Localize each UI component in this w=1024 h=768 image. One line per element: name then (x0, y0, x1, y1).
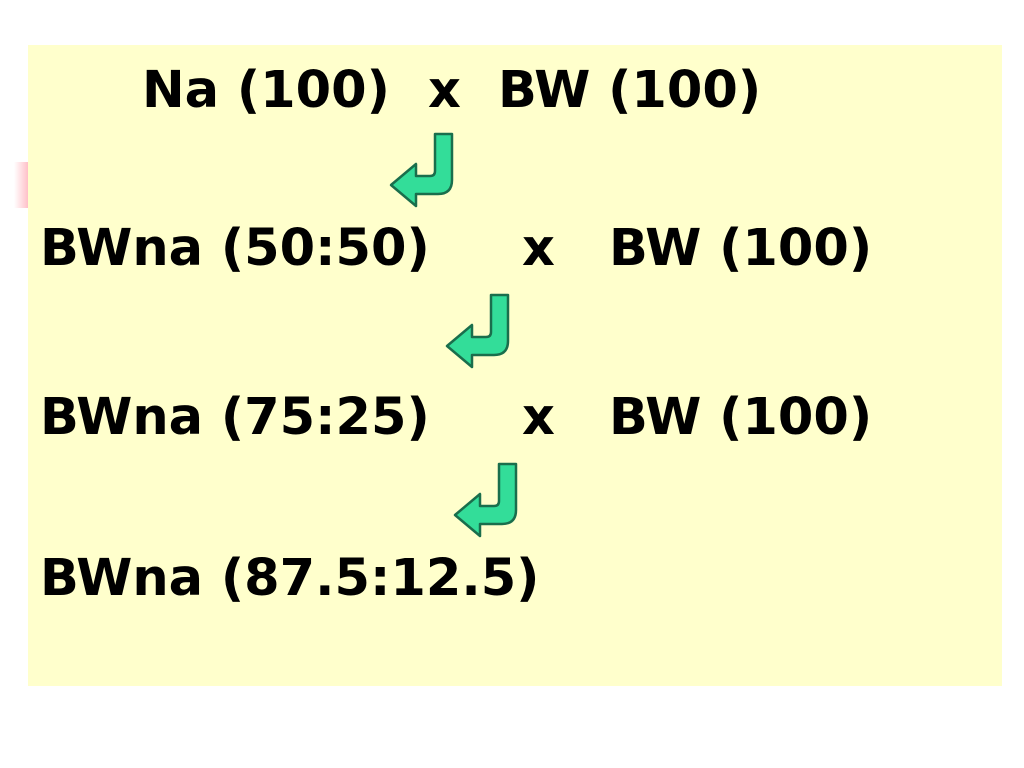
row-2-right-label: BW (100) (609, 219, 873, 278)
curved-down-left-arrow-icon (389, 132, 454, 208)
curved-down-left-arrow-icon (445, 293, 510, 369)
row-2-operator: x (522, 219, 555, 278)
row-1-operator: x (428, 61, 461, 120)
row-1-right-label: BW (100) (498, 61, 762, 120)
row-2-left-label: BWna (50:50) (40, 219, 430, 278)
row-4-left-label: BWna (87.5:12.5) (40, 549, 540, 608)
row-1-left-label: Na (100) (142, 61, 390, 120)
row-3-right-label: BW (100) (609, 388, 873, 447)
curved-down-left-arrow-icon (453, 462, 518, 538)
row-3-left-label: BWna (75:25) (40, 388, 430, 447)
row-3-operator: x (522, 388, 555, 447)
diagram-panel: Na (100) x BW (100) BWna (50:50) x BW (1… (28, 45, 1002, 686)
slide-accent-strip (14, 162, 28, 208)
